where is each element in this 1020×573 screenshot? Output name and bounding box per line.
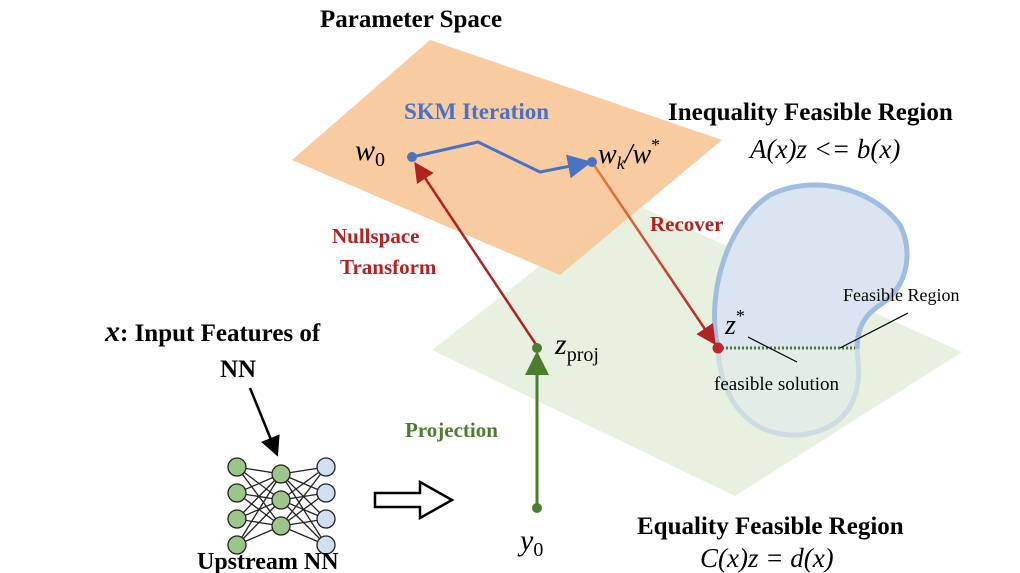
- y0-label: y0: [517, 524, 543, 561]
- zproj-label: zproj: [554, 328, 599, 366]
- wk-label: wk/w*: [598, 135, 660, 173]
- feasible-solution-label: feasible solution: [714, 374, 840, 395]
- nn-node: [316, 457, 336, 477]
- nn-node: [316, 535, 336, 555]
- feasible-region-label: Feasible Region: [843, 285, 959, 305]
- feasible-solution-leader: [747, 336, 798, 363]
- equality-equation: C(x)z = d(x): [700, 543, 834, 573]
- skm-iteration-path: [411, 140, 592, 179]
- nullspace-transform-arrow: [414, 161, 539, 347]
- nn-node: [227, 483, 247, 503]
- y0-point: [532, 503, 542, 513]
- nn-edge: [236, 499, 282, 546]
- nn-node: [271, 516, 291, 536]
- inequality-title: Inequality Feasible Region: [668, 99, 953, 126]
- nn-node: [227, 457, 247, 477]
- feasible-region-leader: [839, 312, 909, 349]
- zstar-label: z*: [724, 306, 745, 341]
- nn-node: [316, 509, 336, 529]
- nn-node: [227, 535, 247, 555]
- recover-arrow: [590, 161, 716, 346]
- upstream-nn-label: Upstream NN: [197, 549, 339, 573]
- nn-edge: [280, 466, 327, 527]
- nn-node: [316, 483, 336, 503]
- w0-point: [407, 152, 417, 162]
- nn-edge: [236, 473, 282, 546]
- equality-title: Equality Feasible Region: [637, 513, 904, 540]
- input-arrow: [248, 387, 280, 457]
- zstar-point: [712, 342, 724, 354]
- nullspace-label-2: Transform: [340, 255, 437, 279]
- nn-node: [271, 464, 291, 484]
- wk-point: [587, 157, 597, 167]
- recover-label: Recover: [650, 212, 723, 236]
- projection-label: Projection: [405, 418, 498, 442]
- parameter-space-title: Parameter Space: [320, 6, 502, 33]
- w0-label: w0: [355, 134, 385, 171]
- input-features-label-2: NN: [220, 356, 256, 383]
- nn-node: [227, 509, 247, 529]
- hollow-arrow-icon: [373, 479, 455, 521]
- input-features-label: x: Input Features of: [104, 315, 321, 348]
- skm-iteration-label: SKM Iteration: [404, 99, 549, 124]
- zproj-point: [532, 343, 542, 353]
- upstream-nn-icon: [227, 457, 336, 555]
- nn-node: [271, 490, 291, 510]
- nn-edge: [236, 473, 282, 520]
- inequality-equation: A(x)z <= b(x): [748, 134, 900, 164]
- nullspace-label-1: Nullspace: [332, 224, 420, 248]
